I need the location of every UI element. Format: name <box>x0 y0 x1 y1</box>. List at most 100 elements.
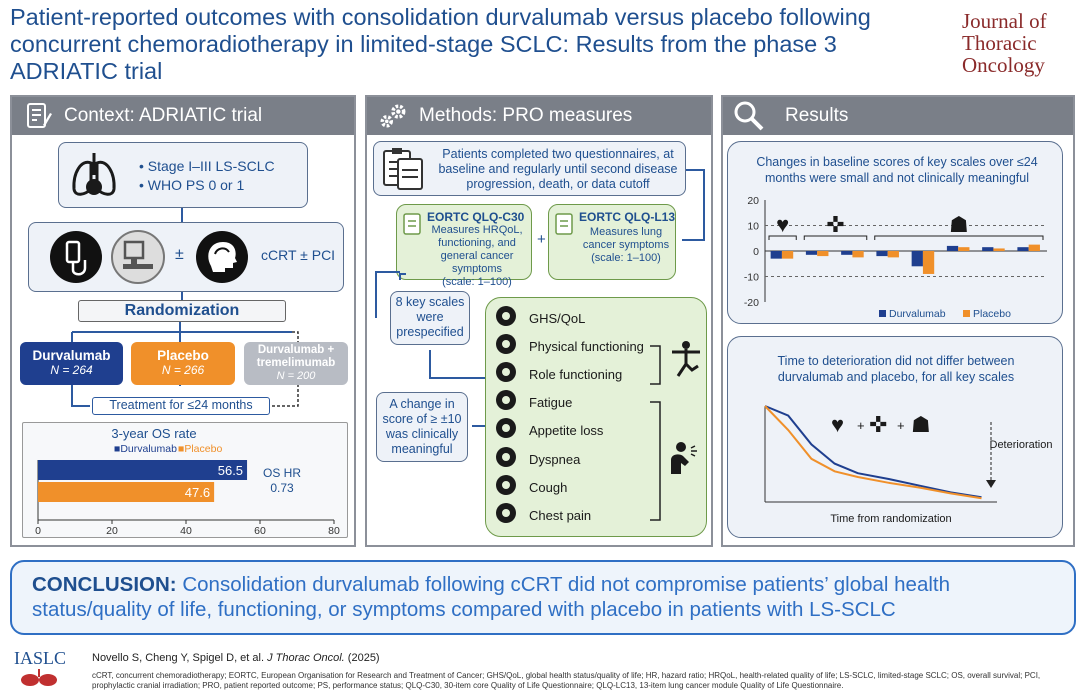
scale-label: Role functioning <box>529 366 623 382</box>
placebo-arm-n: N = 266 <box>161 363 205 377</box>
legend-placebo: ■Placebo <box>178 443 222 455</box>
legend-swatch-placebo <box>963 310 970 317</box>
questionnaire-box: Patients completed two questionnaires, a… <box>373 141 686 196</box>
document-pen-icon <box>22 100 54 132</box>
scale-item: Chest pain <box>493 502 591 528</box>
questionnaire-small-icon <box>554 211 576 242</box>
scale-label: Physical functioning <box>529 338 644 354</box>
conclusion-text: Consolidation durvalumab following cCRT … <box>32 573 951 621</box>
os-chart-title: 3-year OS rate <box>111 426 196 441</box>
change-y-tick-label: 0 <box>753 246 759 258</box>
scale-item: Cough <box>493 474 567 500</box>
ttd-x-axis-label: Time from randomization <box>830 513 951 525</box>
breathing-icon <box>493 445 519 474</box>
magnifier-icon <box>733 100 765 132</box>
person-at-desk-icon <box>493 360 519 389</box>
os-hr-label: OS HR <box>263 466 302 480</box>
change-bar <box>841 251 853 255</box>
scale-label: Appetite loss <box>529 423 604 439</box>
criteria-ps: • WHO PS 0 or 1 <box>139 177 245 193</box>
chest-icon <box>493 501 519 530</box>
heart-hands-icon: ♥ <box>831 412 844 437</box>
change-bar <box>876 251 888 257</box>
eligibility-criteria: • Stage I–III LS-SCLC • WHO PS 0 or 1 <box>139 157 275 195</box>
context-panel-header: Context: ADRIATIC trial <box>12 97 354 135</box>
methods-panel-title: Methods: PRO measures <box>419 105 633 126</box>
durvalumab-tremelimumab-arm: Durvalumab + tremelimumab N = 200 <box>244 342 348 385</box>
reference-journal: J Thorac Oncol. <box>267 652 345 664</box>
placebo-arm: Placebo N = 266 <box>131 342 235 385</box>
group-bracket-symptoms <box>874 235 1044 240</box>
conclusion-label: CONCLUSION: <box>32 573 177 596</box>
questionnaire-text: Patients completed two questionnaires, a… <box>438 147 678 191</box>
meaningful-change-text: A change in score of ≥ ±10 was clinicall… <box>382 397 462 456</box>
qlq-l13-desc: Measures lung cancer symptoms (scale: 1–… <box>579 226 673 265</box>
criteria-stage: • Stage I–III LS-SCLC <box>139 158 275 174</box>
treatment-duration-label: Treatment for ≤24 months <box>109 398 253 412</box>
durvalumab-arm-n: N = 264 <box>50 363 93 377</box>
iaslc-logo-text: IASLC <box>14 648 67 668</box>
abbreviations: cCRT, concurrent chemoradiotherapy; EORT… <box>92 671 1041 690</box>
qlq-c30-title: EORTC QLQ-C30 <box>427 210 525 224</box>
conclusion-box: CONCLUSION: Consolidation durvalumab fol… <box>10 560 1076 635</box>
methods-panel-header: Methods: PRO measures <box>367 97 711 135</box>
lungs-icon <box>67 149 121 208</box>
questionnaire-plus: + <box>537 231 546 248</box>
coughing-person-icon <box>667 440 703 481</box>
clipboard-icon <box>380 146 426 197</box>
baseline-change-text: Changes in baseline scores of key scales… <box>756 155 1038 185</box>
balance-figure-icon: ✜ <box>869 412 887 437</box>
qlq-c30-description: Measures HRQoL, functioning, and general… <box>431 224 523 275</box>
ttd-curve-placebo <box>764 405 982 500</box>
os-x-tick-label: 60 <box>254 525 266 537</box>
scale-label: GHS/QoL <box>529 310 586 326</box>
results-panel-title: Results <box>785 105 849 126</box>
deterioration-label: Deterioration <box>990 439 1053 451</box>
legend-durvalumab: Durvalumab <box>889 308 946 320</box>
scale-label: Chest pain <box>529 507 592 523</box>
change-y-tick-label: 20 <box>747 195 759 207</box>
os-x-tick-label: 80 <box>328 525 340 537</box>
time-to-deterioration-chart: Time from randomization♥+✜+☗Deterioratio… <box>764 405 1053 525</box>
results-panel-header: Results <box>723 97 1073 135</box>
reference: Novello S, Cheng Y, Spigel D, et al. J T… <box>92 652 380 664</box>
change-bar <box>781 251 794 259</box>
scale-label: Cough <box>529 479 568 495</box>
qlq-l13-box: EORTC QLQ-L13 Measures lung cancer sympt… <box>548 204 676 280</box>
change-bar <box>817 251 829 257</box>
deterioration-arrowhead <box>986 480 996 488</box>
legend-durvalumab: ■Durvalumab <box>114 443 177 455</box>
change-bar <box>1017 247 1029 251</box>
heart-hands-icon <box>493 304 519 333</box>
coughing-person-icon: ☗ <box>949 212 969 237</box>
qlq-l13-description: Measures lung cancer symptoms <box>582 226 670 251</box>
change-bar <box>1028 244 1040 251</box>
questionnaire-arrow <box>682 169 705 241</box>
meaningful-change-box: A change in score of ≥ ±10 was clinicall… <box>376 392 468 462</box>
running-person-icon <box>493 332 519 361</box>
reference-year: (2025) <box>347 652 380 664</box>
os-bar-value: 56.5 <box>218 463 243 478</box>
balance-figure-icon: ✜ <box>826 212 844 237</box>
os-x-tick-label: 20 <box>106 525 118 537</box>
journal-line-3: Oncology <box>962 53 1045 77</box>
group-bracket-function <box>803 235 868 240</box>
bed-icon <box>493 388 519 417</box>
scale-item: Physical functioning <box>493 333 644 359</box>
scale-item: Dyspnea <box>493 446 580 472</box>
scale-item: Role functioning <box>493 361 622 387</box>
plate-icon <box>493 416 519 445</box>
durvalumab-arm: Durvalumab N = 264 <box>20 342 123 385</box>
qlq-c30-desc: Measures HRQoL, functioning, and general… <box>423 224 531 289</box>
treatment-label: cCRT ± PCI <box>261 247 336 263</box>
plus-minus-symbol: ± <box>175 246 184 263</box>
os-bar-durvalumab <box>38 460 248 480</box>
os-bar-value: 47.6 <box>185 485 210 500</box>
deterioration-text: Time to deterioration did not differ bet… <box>777 354 1015 384</box>
group-bracket-ghs <box>768 235 797 240</box>
change-y-tick-label: -10 <box>744 272 759 284</box>
os-hr: OS HR 0.73 <box>263 466 301 496</box>
change-bar <box>852 251 864 258</box>
